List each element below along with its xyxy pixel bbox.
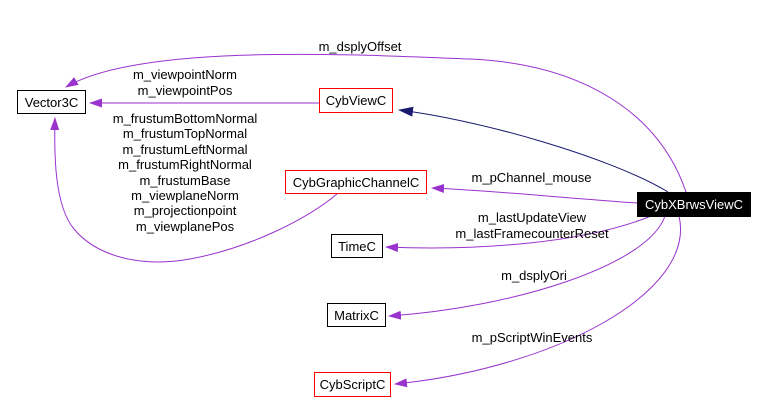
edge-dsply-offset	[65, 53, 687, 193]
node-timec[interactable]: TimeC	[331, 234, 383, 258]
edge-label-line: m_frustumRightNormal	[118, 157, 252, 173]
edge-label-line: m_frustumBottomNormal	[112, 111, 258, 126]
edge-label-line: m_frustumLeftNormal	[122, 141, 248, 157]
edge-label-script: m_pScriptWinEvents	[471, 330, 593, 345]
edge-label-line: m_projectionpoint	[133, 203, 237, 219]
edge-dsply-ori	[388, 215, 666, 320]
node-cybscriptc[interactable]: CybScriptC	[314, 372, 391, 397]
edge-label-line: m_lastUpdateView	[477, 210, 587, 225]
edge-label-viewpoint: m_viewpointNorm m_viewpointPos	[105, 67, 265, 99]
edge-time	[385, 215, 652, 253]
node-matrixc[interactable]: MatrixC	[327, 303, 386, 327]
edge-label-dsply-offset: m_dsplyOffset	[318, 39, 402, 54]
edge-label-time: m_lastUpdateView m_lastFramecounterReset	[432, 210, 632, 242]
node-cybviewc[interactable]: CybViewC	[319, 88, 393, 113]
edge-label-line: m_frustumBase	[139, 172, 231, 188]
edge-inheritance	[398, 106, 669, 193]
edge-label-line: m_viewplanePos	[135, 218, 235, 234]
edge-label-line: m_frustumTopNormal	[122, 126, 248, 142]
node-cybgraphicchannelc[interactable]: CybGraphicChannelC	[285, 170, 427, 194]
edge-label-line: m_viewpointNorm	[132, 67, 238, 82]
edge-label-line: m_viewplaneNorm	[131, 188, 239, 204]
edge-frustum-loop	[50, 117, 338, 263]
edge-label-frustum: m_frustumBottomNormal m_frustumTopNormal…	[85, 111, 285, 234]
edge-label-channel-mouse: m_pChannel_mouse	[471, 170, 592, 185]
node-vector3c[interactable]: Vector3C	[17, 90, 86, 114]
node-cybxbrwsviewc: CybXBrwsViewC	[637, 192, 751, 217]
edge-channel-mouse	[431, 183, 638, 204]
edge-label-dsply-ori: m_dsplyOri	[501, 268, 567, 283]
edge-script	[394, 215, 682, 388]
edge-label-line: m_lastFramecounterReset	[455, 226, 609, 241]
edge-label-line: m_viewpointPos	[137, 83, 233, 98]
